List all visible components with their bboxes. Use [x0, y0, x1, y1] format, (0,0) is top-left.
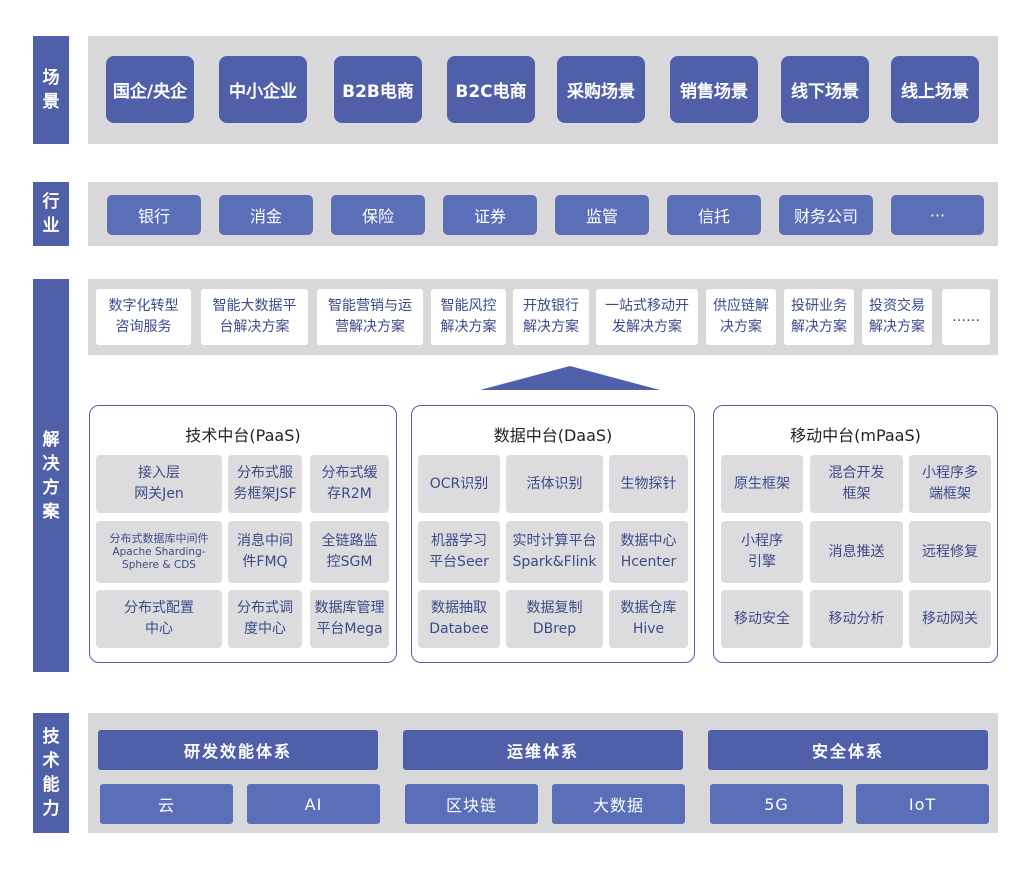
- industry-item: 保险: [331, 195, 425, 235]
- scene-item: 中小企业: [219, 56, 307, 123]
- paas-cell: 数据库管理 平台Mega: [310, 590, 389, 648]
- mpaas-cell: 移动网关: [909, 590, 991, 648]
- solution-item: 智能大数据平 台解决方案: [201, 289, 308, 345]
- daas-cell: 生物探针: [609, 455, 688, 513]
- paas-cell: 分布式配置 中心: [96, 590, 222, 648]
- solution-item: 数字化转型 咨询服务: [96, 289, 191, 345]
- industry-item: 监管: [555, 195, 649, 235]
- paas-cell-subtitle: Apache Sharding- Sphere & CDS: [112, 546, 206, 571]
- tech-item: IoT: [856, 784, 989, 824]
- scene-item: 线上场景: [891, 56, 979, 123]
- daas-cell: 机器学习 平台Seer: [418, 521, 500, 583]
- tech-system: 运维体系: [403, 730, 683, 770]
- tech-item: 大数据: [552, 784, 685, 824]
- tech-item: 区块链: [405, 784, 538, 824]
- section-label-tech: 技术能力: [33, 713, 69, 833]
- solution-item: 供应链解 决方案: [706, 289, 776, 345]
- mpaas-cell: 小程序多 端框架: [909, 455, 991, 513]
- industry-item: 财务公司: [779, 195, 873, 235]
- paas-cell: 分布式缓 存R2M: [310, 455, 389, 513]
- scene-item: 国企/央企: [106, 56, 194, 123]
- solution-item: 开放银行 解决方案: [513, 289, 589, 345]
- solution-item: 智能营销与运 营解决方案: [317, 289, 423, 345]
- mpaas-cell: 小程序 引擎: [721, 521, 803, 583]
- tech-item: 5G: [710, 784, 843, 824]
- mpaas-cell: 远程修复: [909, 521, 991, 583]
- mpaas-cell: 混合开发 框架: [810, 455, 903, 513]
- solution-item: 投研业务 解决方案: [784, 289, 854, 345]
- daas-title: 数据中台(DaaS): [493, 426, 613, 445]
- daas-cell: 实时计算平台 Spark&Flink: [506, 521, 603, 583]
- tech-system: 研发效能体系: [98, 730, 378, 770]
- scene-item: B2C电商: [447, 56, 535, 123]
- daas-cell: 数据中心 Hcenter: [609, 521, 688, 583]
- tech-item: 云: [100, 784, 233, 824]
- mpaas-cell: 移动安全: [721, 590, 803, 648]
- daas-cell: OCR识别: [418, 455, 500, 513]
- paas-cell-title: 分布式数据库中间件: [109, 532, 209, 545]
- section-label-industry: 行业: [33, 182, 69, 246]
- industry-item: ···: [891, 195, 984, 235]
- mpaas-cell: 移动分析: [810, 590, 903, 648]
- daas-cell: 活体识别: [506, 455, 603, 513]
- solution-item: 智能风控 解决方案: [431, 289, 506, 345]
- mpaas-cell: 消息推送: [810, 521, 903, 583]
- paas-title: 技术中台(PaaS): [185, 426, 301, 445]
- daas-cell: 数据复制 DBrep: [506, 590, 603, 648]
- industry-item: 银行: [107, 195, 201, 235]
- scene-item: 线下场景: [781, 56, 869, 123]
- solution-item: 一站式移动开 发解决方案: [596, 289, 698, 345]
- tech-system: 安全体系: [708, 730, 988, 770]
- solution-item: 投资交易 解决方案: [862, 289, 932, 345]
- up-arrow-icon: [480, 366, 660, 390]
- scene-item: 销售场景: [670, 56, 758, 123]
- section-label-scene: 场景: [33, 36, 69, 144]
- scene-item: B2B电商: [334, 56, 422, 123]
- daas-cell: 数据仓库 Hive: [609, 590, 688, 648]
- industry-item: 证券: [443, 195, 537, 235]
- mpaas-cell: 原生框架: [721, 455, 803, 513]
- paas-cell: 全链路监 控SGM: [310, 521, 389, 583]
- paas-cell: 分布式调 度中心: [228, 590, 302, 648]
- industry-item: 信托: [667, 195, 761, 235]
- industry-item: 消金: [219, 195, 313, 235]
- solution-item: ……: [942, 289, 990, 345]
- scene-item: 采购场景: [557, 56, 645, 123]
- tech-item: AI: [247, 784, 380, 824]
- paas-cell: 分布式服 务框架JSF: [228, 455, 302, 513]
- daas-cell: 数据抽取 Databee: [418, 590, 500, 648]
- paas-cell: 接入层 网关Jen: [96, 455, 222, 513]
- mpaas-title: 移动中台(mPaaS): [790, 426, 921, 445]
- paas-cell: 消息中间 件FMQ: [228, 521, 302, 583]
- section-label-solution: 解决方案: [33, 279, 69, 672]
